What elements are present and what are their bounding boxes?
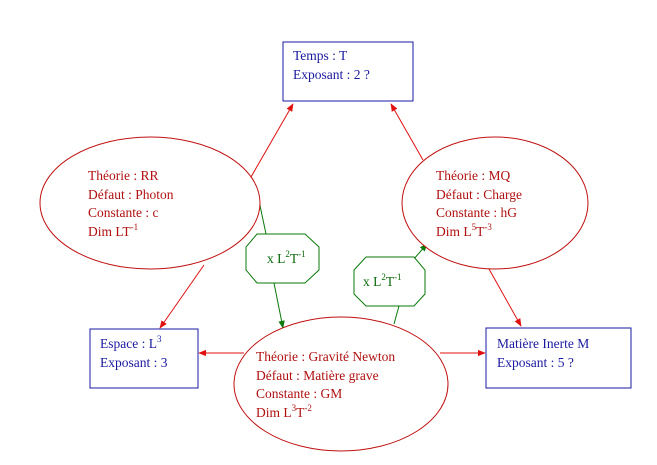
arrow-mq-to-matiere	[488, 268, 522, 327]
box-matiere	[485, 327, 632, 389]
rr-defaut: Défaut : Photon	[88, 186, 174, 202]
rr-theorie: Théorie : RR	[88, 168, 159, 183]
matiere-label: Matière Inerte M	[497, 336, 590, 351]
arrow-rr-to-espace	[159, 264, 205, 329]
octagon-transform-left	[245, 233, 320, 284]
rr-constante: Constante : c	[88, 205, 159, 220]
octagon-transform-right	[353, 256, 426, 307]
theory-newton-text: Théorie : Gravité Newton Défaut : Matièr…	[256, 348, 395, 422]
temps-label: Temps : T	[293, 48, 348, 63]
arrow-newton-to-transform-right	[393, 305, 400, 325]
newton-constante: Constante : GM	[256, 386, 343, 401]
theory-rr-text: Théorie : RR Défaut : Photon Constante :…	[88, 167, 174, 241]
mq-constante: Constante : hG	[436, 205, 517, 220]
box-espace-text: Espace : L3 Exposant : 3	[100, 335, 168, 372]
box-matiere-text: Matière Inerte M Exposant : 5 ?	[497, 335, 589, 372]
mq-dim: Dim L5T-3	[436, 221, 492, 239]
newton-dim: Dim L3T-2	[256, 402, 312, 420]
espace-exposant: Exposant : 3	[100, 354, 168, 370]
ellipse-rr	[39, 136, 261, 270]
newton-defaut: Défaut : Matière grave	[256, 367, 379, 383]
arrow-rr-to-temps	[250, 103, 294, 178]
transform-right-label: x L2T-1	[363, 272, 402, 290]
espace-label: Espace : L3	[100, 334, 162, 352]
box-temps	[282, 41, 414, 102]
ellipse-mq	[401, 136, 589, 270]
box-espace	[89, 328, 199, 389]
mq-theorie: Théorie : MQ	[436, 168, 511, 183]
arrow-mq-to-temps	[390, 103, 424, 161]
mq-defaut: Défaut : Charge	[436, 186, 522, 202]
newton-theorie: Théorie : Gravité Newton	[256, 349, 396, 364]
box-temps-text: Temps : T Exposant : 2 ?	[293, 47, 370, 84]
temps-exposant: Exposant : 2 ?	[293, 66, 370, 82]
transform-left-label: x L2T-1	[267, 249, 306, 267]
arrow-transform-left-to-newton	[273, 282, 285, 329]
rr-dim: Dim LT-1	[88, 221, 139, 239]
ellipse-newton	[233, 316, 449, 452]
matiere-exposant: Exposant : 5 ?	[497, 354, 574, 370]
theory-mq-text: Théorie : MQ Défaut : Charge Constante :…	[436, 167, 522, 241]
